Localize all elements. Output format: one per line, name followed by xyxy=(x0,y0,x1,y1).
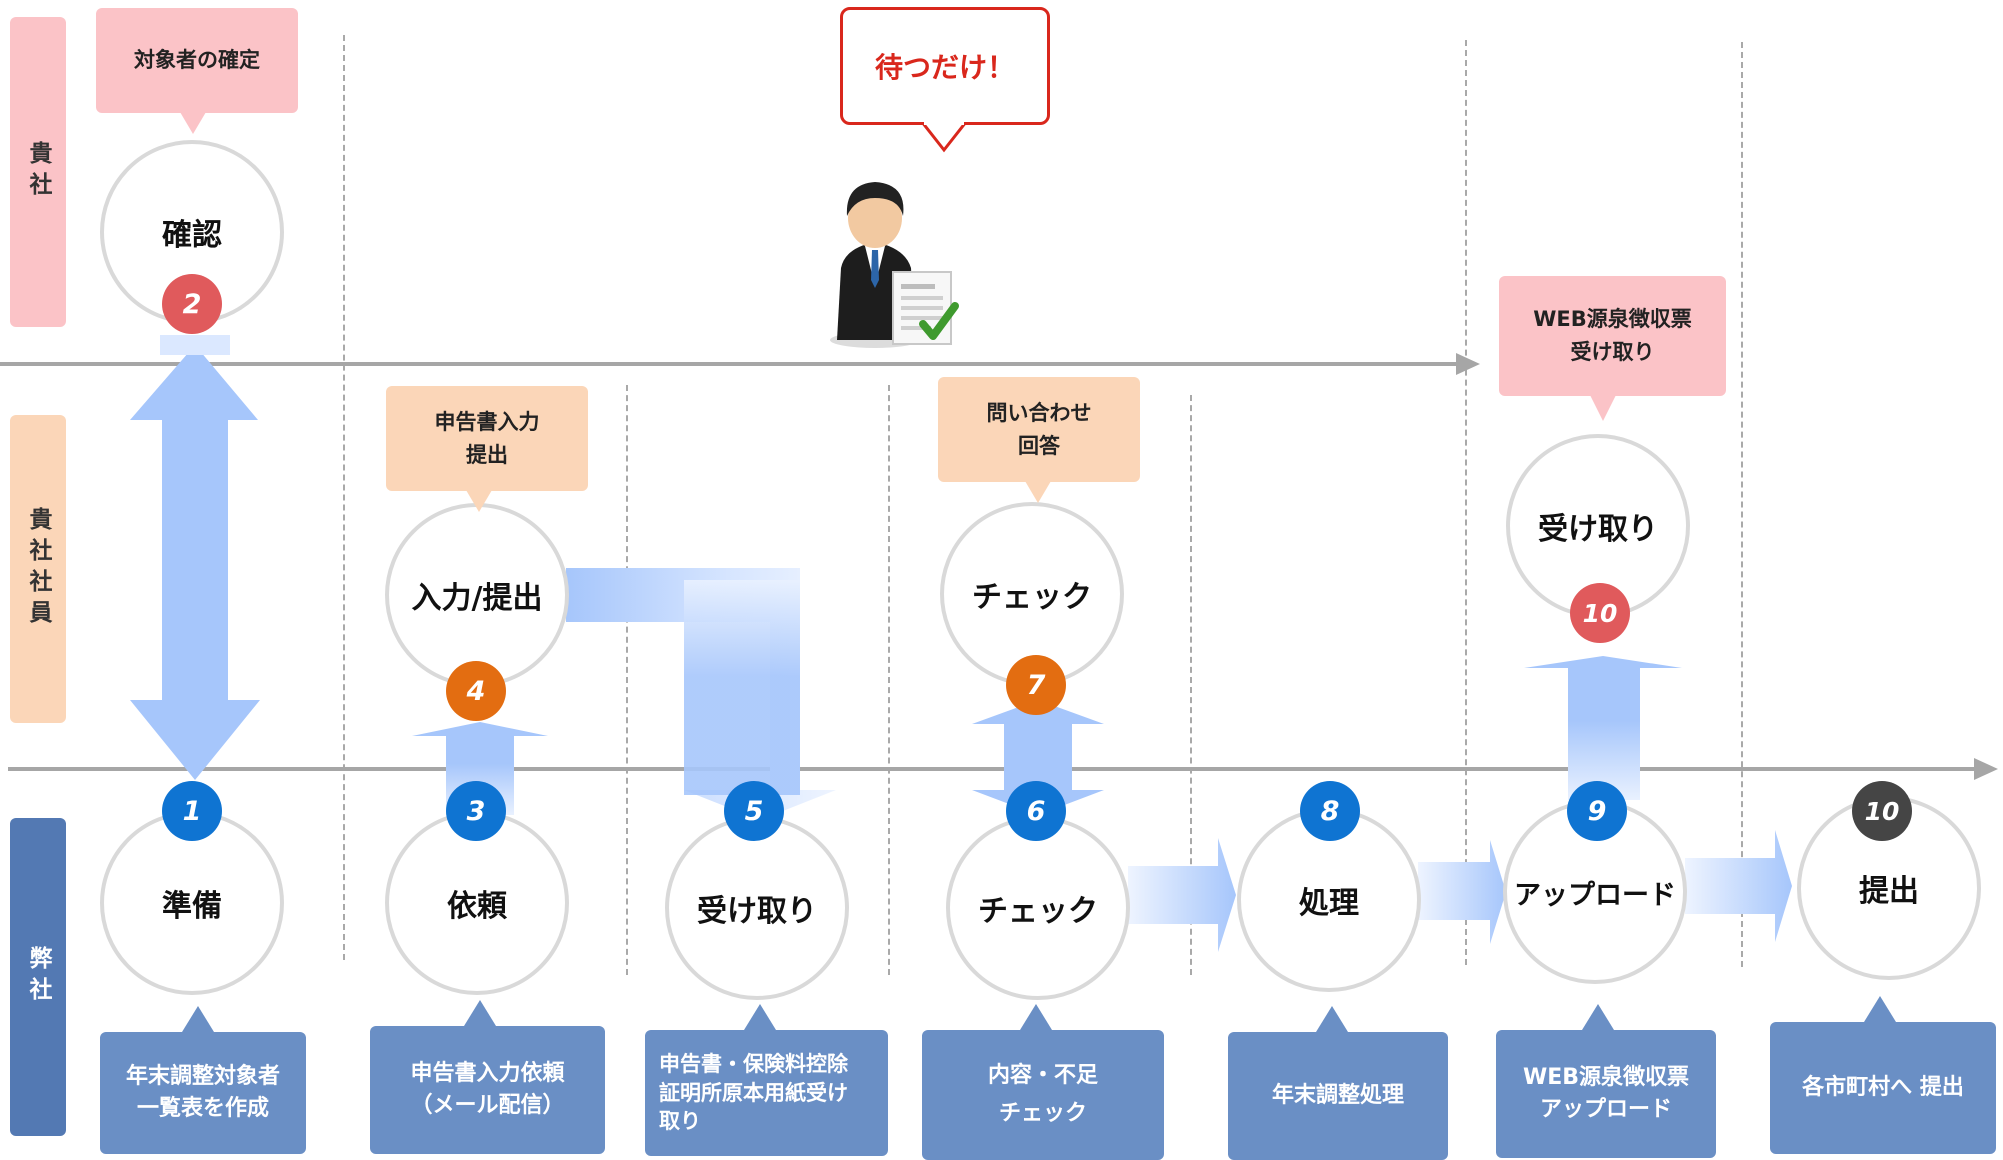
step-label: 提出 xyxy=(1859,874,1919,909)
divider xyxy=(1190,395,1192,975)
divider xyxy=(1741,42,1743,967)
step-label: 確認 xyxy=(162,218,222,253)
note-step-3: 申告書入力依頼 （メール配信） xyxy=(370,1026,605,1154)
step-badge-2: 2 xyxy=(162,274,222,334)
step-circle-6: チェック xyxy=(946,816,1130,1000)
note-tail xyxy=(180,112,206,134)
arrow-9-10 xyxy=(1524,656,1682,800)
lane-employee-label: 貴社社員 xyxy=(25,507,51,631)
note-tail xyxy=(1590,395,1616,421)
arrow-6-8 xyxy=(1128,838,1236,952)
step-badge-1: 1 xyxy=(162,781,222,841)
step-badge-8: 8 xyxy=(1300,781,1360,841)
step-badge-10-submit: 10 xyxy=(1852,781,1912,841)
timeline-lower xyxy=(8,767,1976,771)
step-badge-6: 6 xyxy=(1006,781,1066,841)
step-badge-3: 3 xyxy=(446,781,506,841)
timeline-upper-arrowhead xyxy=(1456,353,1480,375)
step-circle-5: 受け取り xyxy=(665,816,849,1000)
lane-our-company-label: 弊社 xyxy=(25,946,51,1008)
double-arrow-6-7 xyxy=(972,700,1104,815)
note-step-10-submit: 各市町村へ 提出 xyxy=(1770,1022,1996,1154)
speech-bubble-tail xyxy=(922,122,968,153)
step-badge-9: 9 xyxy=(1567,781,1627,841)
note-step-6: 内容・不足 チェック xyxy=(922,1030,1164,1160)
step-label: チェック xyxy=(972,580,1092,615)
note-tail xyxy=(464,1000,496,1026)
lane-our-company: 弊社 xyxy=(10,818,66,1136)
step-label: 受け取り xyxy=(697,894,817,929)
timeline-upper xyxy=(0,362,1458,366)
note-step-5: 申告書・保険料控除 証明所原本用紙受け 取り xyxy=(645,1030,888,1156)
divider xyxy=(1465,40,1467,965)
note-tail xyxy=(182,1006,214,1032)
timeline-lower-arrowhead xyxy=(1974,758,1998,780)
step-circle-4: 入力/提出 xyxy=(385,503,569,687)
lane-client-label: 貴社 xyxy=(25,141,51,203)
note-step-7: 問い合わせ 回答 xyxy=(938,377,1140,482)
note-step-8: 年末調整処理 xyxy=(1228,1032,1448,1160)
step-badge-5: 5 xyxy=(724,781,784,841)
double-arrow-1-2 xyxy=(130,345,260,780)
note-tail xyxy=(1316,1006,1348,1032)
note-tail xyxy=(1020,1004,1052,1030)
step-label: 依頼 xyxy=(447,889,507,924)
step-label: 処理 xyxy=(1299,886,1359,921)
divider xyxy=(626,385,628,975)
businessman-document-check-icon xyxy=(830,182,959,348)
note-tail xyxy=(1025,481,1051,503)
arrow-8-9 xyxy=(1418,840,1506,944)
step-badge-7: 7 xyxy=(1006,655,1066,715)
arrow-9-submit xyxy=(1685,830,1792,942)
step-circle-3: 依頼 xyxy=(385,811,569,995)
step-circle-1: 準備 xyxy=(100,811,284,995)
note-step-1: 年末調整対象者 一覧表を作成 xyxy=(100,1032,306,1154)
step-label: 入力/提出 xyxy=(411,581,543,616)
speech-bubble-text: 待つだけ！ xyxy=(874,51,1015,84)
step-label: 受け取り xyxy=(1538,512,1658,547)
step-badge-4: 4 xyxy=(446,661,506,721)
note-step-10-receive: WEB源泉徴収票 受け取り xyxy=(1499,276,1726,396)
step-label: 準備 xyxy=(162,889,222,924)
note-step-4: 申告書入力 提出 xyxy=(386,386,588,491)
step-badge-10-receive: 10 xyxy=(1570,583,1630,643)
note-tail xyxy=(466,490,492,512)
note-tail xyxy=(1582,1004,1614,1030)
lane-employee: 貴社社員 xyxy=(10,415,66,723)
step-label: アップロード xyxy=(1514,879,1676,911)
step-circle-10-submit: 提出 xyxy=(1797,796,1981,980)
step-label: チェック xyxy=(978,894,1098,929)
connector-1-2 xyxy=(160,335,230,355)
lane-client: 貴社 xyxy=(10,17,66,327)
divider xyxy=(343,35,345,960)
note-tail xyxy=(1864,996,1896,1022)
divider xyxy=(888,385,890,975)
arrow-3-4 xyxy=(412,722,548,815)
speech-bubble: 待つだけ！ xyxy=(840,7,1050,125)
note-tail xyxy=(744,1004,776,1030)
note-step-2: 対象者の確定 xyxy=(96,8,298,113)
note-step-9: WEB源泉徴収票 アップロード xyxy=(1496,1030,1716,1158)
